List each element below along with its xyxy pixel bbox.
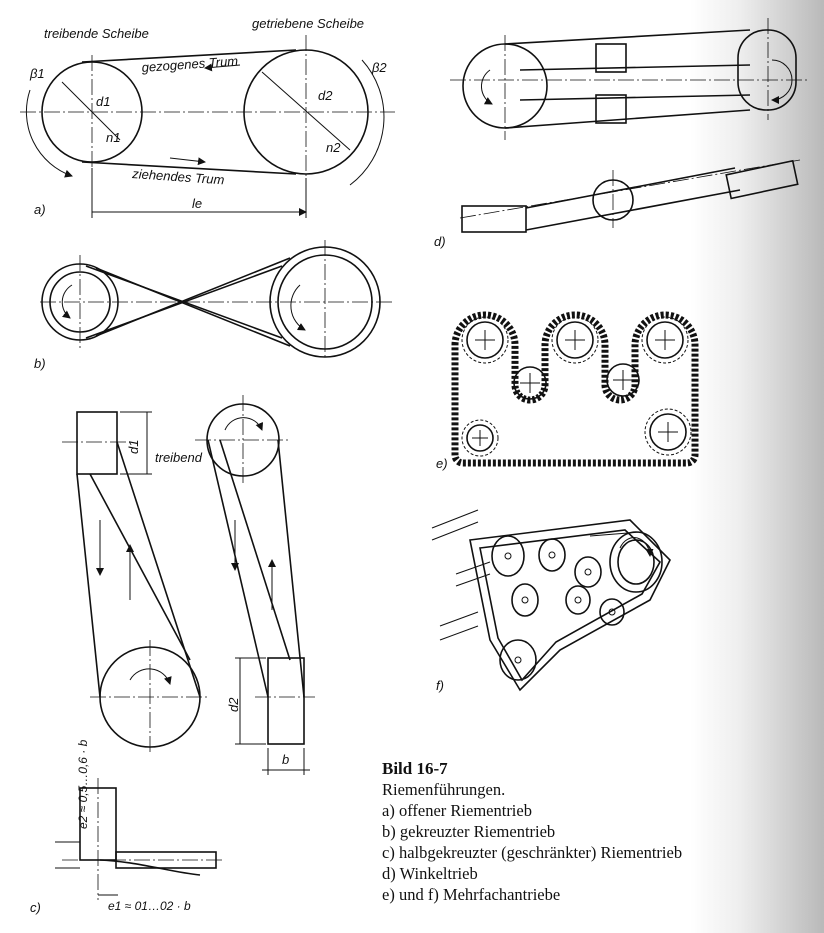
label-ziehendes-trum: ziehendes Trum (131, 166, 225, 187)
label-d2-c: d2 (226, 697, 241, 712)
caption-item-key: e) (382, 885, 395, 904)
caption-item: a) offener Riementrieb (382, 800, 742, 821)
caption-item-text: gekreuzter Riementrieb (399, 822, 556, 841)
label-d2-a: d2 (318, 88, 333, 103)
caption-item-key: c) (382, 843, 395, 862)
label-panel-c: c) (30, 900, 41, 915)
label-e1: e1 ≈ 01…02 · b (108, 899, 191, 913)
panel-d-angle-drive: d) (434, 18, 810, 249)
caption-item: d) Winkeltrieb (382, 863, 742, 884)
caption-item-text: offener Riementrieb (398, 801, 532, 820)
label-panel-f: f) (436, 678, 444, 693)
caption-item-text: halbgekreuzter (geschränkter) Riementrie… (398, 843, 683, 862)
label-panel-b: b) (34, 356, 46, 371)
label-n1: n1 (106, 130, 120, 145)
label-e2: e2 ≈ 0,5…0,6 · b (76, 739, 90, 829)
label-d1-c: d1 (126, 440, 141, 454)
figure-subtitle: Riemenführungen. (382, 780, 506, 799)
caption-item-key: b) (382, 822, 396, 841)
panel-e-timing-belt-drive: e) (436, 311, 699, 471)
caption-item-key: d) (382, 864, 396, 883)
label-beta2: β2 (371, 60, 387, 75)
label-le: le (192, 196, 202, 211)
panel-c-half-crossed-belt-drive: d1 treibend d2 b e2 ≈ 0,5…0,6 · b e1 ≈ 0… (30, 395, 315, 915)
label-d1: d1 (96, 94, 110, 109)
driven-pulley (243, 49, 369, 175)
label-b: b (282, 752, 289, 767)
caption-item-text: Winkeltrieb (399, 864, 478, 883)
figure-title: Bild 16-7 (382, 759, 448, 778)
crossed-large-pulley (269, 246, 381, 358)
label-gezogenes-trum: gezogenes Trum (141, 53, 239, 75)
label-panel-d: d) (434, 234, 446, 249)
label-beta1: β1 (29, 66, 45, 81)
label-treibend: treibend (155, 450, 203, 465)
label-panel-a: a) (34, 202, 46, 217)
caption-item-text: und f) Mehrfachantriebe (398, 885, 561, 904)
caption-item: e) und f) Mehrfachantriebe (382, 884, 742, 905)
panel-f-3d-multiple-drive: f) (431, 509, 671, 693)
crossed-small-pulley (41, 263, 119, 341)
label-panel-e: e) (436, 456, 448, 471)
caption-item: c) halbgekreuzter (geschränkter) Riement… (382, 842, 742, 863)
caption-item-key: a) (382, 801, 395, 820)
label-n2: n2 (326, 140, 341, 155)
panel-a-open-belt-drive: treibende Scheibe getriebene Scheibe gez… (20, 16, 395, 218)
label-treibende-scheibe: treibende Scheibe (44, 26, 149, 41)
caption-item: b) gekreuzter Riementrieb (382, 821, 742, 842)
label-getriebene-scheibe: getriebene Scheibe (252, 16, 364, 31)
figure-caption: Bild 16-7 Riemenführungen. a) offener Ri… (382, 758, 742, 905)
panel-b-crossed-belt-drive: b) (34, 240, 395, 371)
